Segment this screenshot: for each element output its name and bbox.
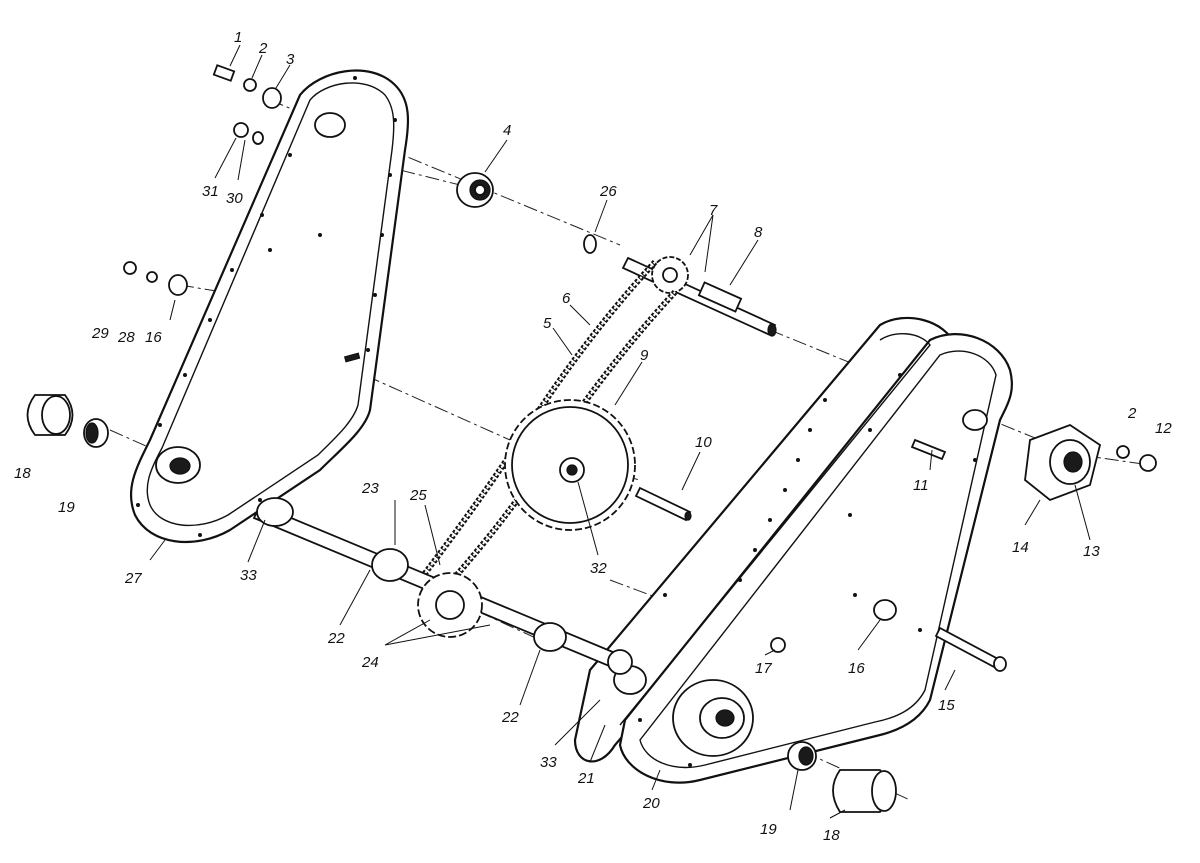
part-label-10: 10 bbox=[695, 434, 712, 451]
part-label-2a: 2 bbox=[258, 40, 268, 57]
part-label-8: 8 bbox=[754, 224, 763, 241]
part-label-32: 32 bbox=[590, 560, 607, 577]
part-label-12: 12 bbox=[1155, 420, 1172, 437]
left-chain-case-cover bbox=[129, 69, 410, 544]
sprocket-pin bbox=[634, 486, 692, 522]
part-label-7: 7 bbox=[709, 202, 718, 219]
part-label-25: 25 bbox=[409, 487, 427, 504]
part-label-26: 26 bbox=[599, 183, 617, 200]
part-label-19a: 19 bbox=[58, 499, 75, 516]
part-label-23: 23 bbox=[361, 480, 379, 497]
part-label-33a: 33 bbox=[240, 567, 257, 584]
part-label-24: 24 bbox=[361, 654, 379, 671]
part-label-18b: 18 bbox=[823, 827, 840, 844]
part-label-5: 5 bbox=[543, 315, 552, 332]
part-label-17: 17 bbox=[755, 660, 772, 677]
bearing bbox=[456, 172, 494, 208]
large-sprocket bbox=[504, 399, 636, 531]
part-label-16b: 16 bbox=[848, 660, 865, 677]
part-label-31: 31 bbox=[202, 183, 219, 200]
part-label-13: 13 bbox=[1083, 543, 1100, 560]
right-hub-and-seal bbox=[787, 741, 897, 813]
part-label-18a: 18 bbox=[14, 465, 31, 482]
part-label-29: 29 bbox=[91, 325, 109, 342]
part-label-15: 15 bbox=[938, 697, 955, 714]
part-label-27: 27 bbox=[124, 570, 142, 587]
part-label-22b: 22 bbox=[501, 709, 519, 726]
circlip bbox=[583, 234, 597, 254]
upper-sprocket bbox=[651, 256, 689, 294]
part-label-30: 30 bbox=[226, 190, 243, 207]
part-label-22a: 22 bbox=[327, 630, 345, 647]
flange-bearing bbox=[1024, 423, 1102, 502]
part-label-1: 1 bbox=[234, 29, 242, 46]
part-label-20: 20 bbox=[642, 795, 660, 812]
part-label-3: 3 bbox=[286, 51, 295, 68]
lower-sprocket bbox=[417, 572, 483, 638]
right-case-bolt-holes bbox=[638, 373, 977, 767]
part-label-4: 4 bbox=[503, 122, 511, 139]
part-label-19b: 19 bbox=[760, 821, 777, 838]
part-label-16a: 16 bbox=[145, 329, 162, 346]
part-label-6: 6 bbox=[562, 290, 571, 307]
left-hub-and-seal bbox=[26, 394, 109, 448]
left-cover-bolt-holes bbox=[136, 76, 397, 537]
part-label-9: 9 bbox=[640, 347, 649, 364]
part-label-2b: 2 bbox=[1127, 405, 1137, 422]
part-label-14: 14 bbox=[1012, 539, 1029, 556]
leader-lines bbox=[149, 44, 1091, 819]
part-label-21: 21 bbox=[577, 770, 595, 787]
part-number-labels: 1 2 3 4 5 6 7 8 9 10 11 2 12 13 14 15 16… bbox=[14, 29, 1172, 844]
part-label-11: 11 bbox=[913, 477, 929, 494]
part-label-28: 28 bbox=[117, 329, 135, 346]
hardware bbox=[123, 64, 1157, 672]
part-label-33b: 33 bbox=[540, 754, 557, 771]
